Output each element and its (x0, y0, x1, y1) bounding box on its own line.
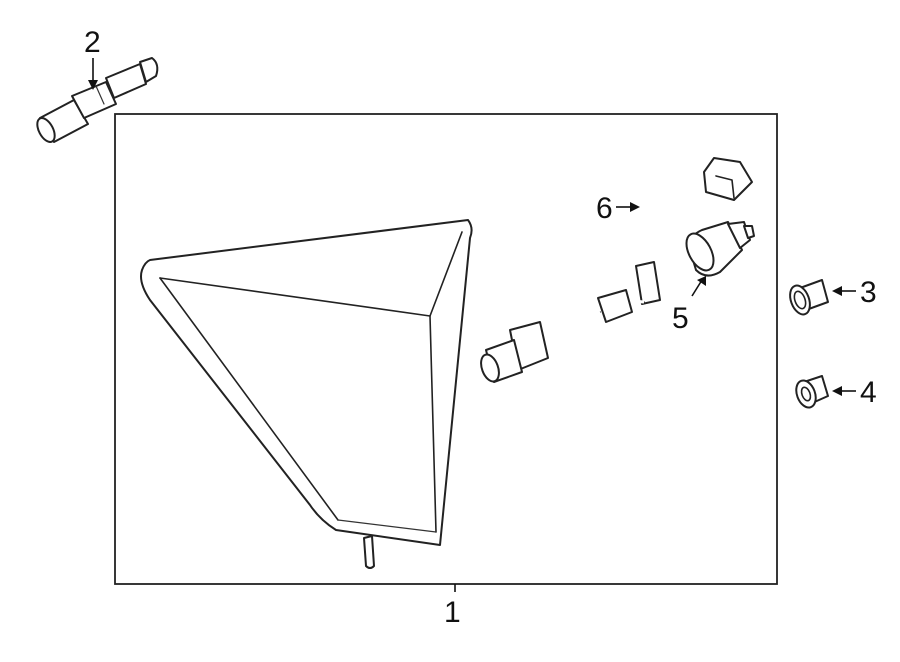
callout-1: 1 (444, 596, 461, 629)
callout-3: 3 (860, 276, 877, 309)
callout-5: 5 (672, 302, 689, 335)
push-clip-icon (789, 279, 829, 316)
callout-5-arrowhead (697, 276, 706, 286)
assembly-frame (114, 113, 778, 585)
bulb-socket-screw-icon (36, 57, 159, 143)
callout-3-arrowhead (832, 286, 842, 296)
callout-4-arrowhead (832, 386, 842, 396)
callout-4: 4 (860, 376, 877, 409)
callout-5-leader (691, 279, 703, 297)
bulb-icon (685, 221, 755, 277)
callout-6: 6 (596, 192, 613, 225)
callout-2-arrowhead (88, 80, 98, 90)
retainer-nut-icon (795, 375, 829, 409)
wire-harness-icon (480, 141, 753, 383)
callout-2: 2 (84, 26, 101, 59)
callout-6-arrowhead (630, 202, 640, 212)
tail-lamp-lens (140, 219, 473, 569)
